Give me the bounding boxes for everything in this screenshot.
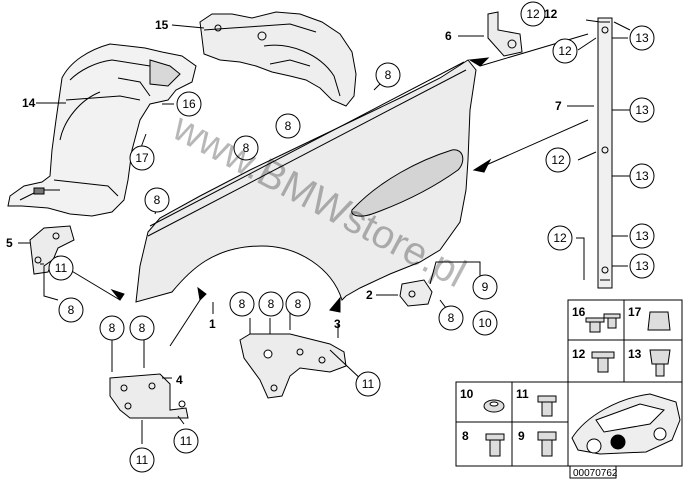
callout-11-a: 11 xyxy=(55,261,68,275)
car-location-icon xyxy=(571,393,681,455)
label-7: 7 xyxy=(555,99,562,113)
callout-8-k: 8 xyxy=(139,321,146,335)
callout-13-e: 13 xyxy=(635,259,649,273)
callout-8-f: 8 xyxy=(448,311,455,325)
callout-10: 10 xyxy=(478,316,492,330)
splash-shield xyxy=(199,11,357,107)
legend-label-17: 17 xyxy=(628,305,642,319)
label-1: 1 xyxy=(209,317,216,331)
callout-13-c: 13 xyxy=(635,169,649,183)
legend-label-13: 13 xyxy=(628,347,642,361)
callout-8-h: 8 xyxy=(268,297,275,311)
callout-8-d: 8 xyxy=(154,193,161,207)
callout-8-b: 8 xyxy=(285,119,292,133)
label-3: 3 xyxy=(334,317,341,331)
label-14: 14 xyxy=(22,96,36,110)
rail xyxy=(585,17,631,289)
legend-label-10: 10 xyxy=(460,387,474,401)
label-4: 4 xyxy=(176,373,183,387)
callout-12-b: 12 xyxy=(558,44,572,58)
label-15: 15 xyxy=(155,18,169,32)
bracket-2 xyxy=(399,279,433,307)
label-5: 5 xyxy=(6,236,13,250)
bracket-4 xyxy=(109,373,189,419)
callout-16: 16 xyxy=(182,97,196,111)
callout-13-d: 13 xyxy=(635,229,649,243)
callout-12-d: 12 xyxy=(553,231,567,245)
label-12-top: 12 xyxy=(544,7,558,21)
callout-8-e: 8 xyxy=(68,303,75,317)
callout-11-d: 11 xyxy=(362,377,375,391)
callout-9: 9 xyxy=(482,280,489,294)
pointer-arrows xyxy=(110,33,589,313)
callout-11-b: 11 xyxy=(136,453,149,467)
callout-circles xyxy=(48,1,655,473)
label-6: 6 xyxy=(445,29,452,43)
callout-8-g: 8 xyxy=(239,297,246,311)
bracket-5 xyxy=(29,225,75,275)
callout-12-a: 12 xyxy=(526,7,540,21)
wheel-arch-liner xyxy=(7,43,197,217)
callout-13-a: 13 xyxy=(635,31,649,45)
legend-fasteners xyxy=(483,311,671,457)
bracket-6 xyxy=(487,11,523,57)
drawing-number: 00070762 xyxy=(573,468,618,479)
callout-11-c: 11 xyxy=(180,434,193,448)
legend-label-8: 8 xyxy=(462,429,469,443)
callout-8-c: 8 xyxy=(243,141,250,155)
label-2: 2 xyxy=(366,288,373,302)
legend-label-9: 9 xyxy=(518,429,525,443)
callout-8-i: 8 xyxy=(295,297,302,311)
side-panel xyxy=(135,59,477,303)
callout-13-b: 13 xyxy=(635,103,649,117)
callout-8-a: 8 xyxy=(385,68,392,82)
legend-label-11: 11 xyxy=(516,387,529,401)
callout-12-c: 12 xyxy=(551,153,565,167)
legend-label-12: 12 xyxy=(572,347,586,361)
callout-8-j: 8 xyxy=(109,321,116,335)
bracket-3 xyxy=(239,333,347,399)
callout-17: 17 xyxy=(135,151,149,165)
legend-label-16: 16 xyxy=(572,305,586,319)
